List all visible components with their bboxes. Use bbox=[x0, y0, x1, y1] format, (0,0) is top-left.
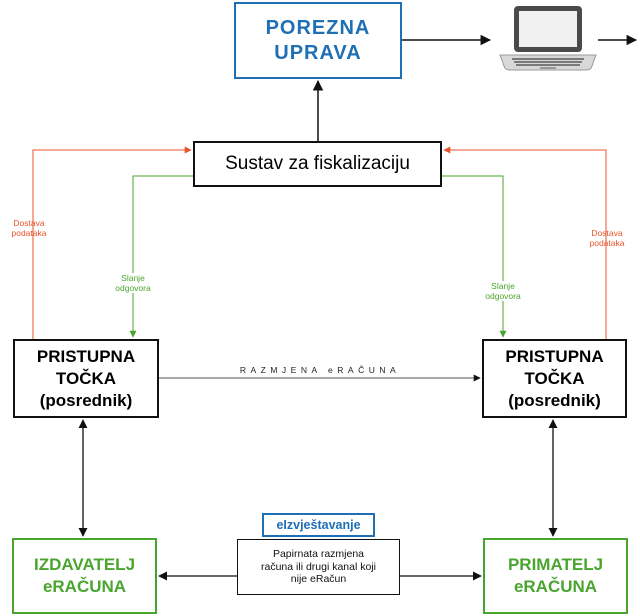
sustav-box: Sustav za fiskalizaciju bbox=[193, 141, 442, 187]
papirnata-razmjena-box: Papirnata razmjena računa ili drugi kana… bbox=[237, 539, 400, 595]
primatelj-line-2: eRAČUNA bbox=[513, 577, 598, 596]
arrow-dostava-right bbox=[443, 146, 607, 339]
razmjena-label: RAZMJENA eRAČUNA bbox=[239, 365, 401, 375]
slanje-left-line-2: odgovora bbox=[115, 283, 151, 293]
arrow-slanje-left bbox=[129, 175, 193, 338]
izdavatelj-box: IZDAVATELJ eRAČUNA bbox=[12, 538, 157, 614]
eizvjestavanje-label: eIzvještavanje bbox=[276, 518, 361, 532]
pristupna-right-line-1: PRISTUPNA bbox=[505, 346, 604, 366]
pristupna-right-line-3: (posrednik) bbox=[508, 390, 601, 410]
pristupna-left-line-2: TOČKA bbox=[55, 368, 117, 388]
pristupna-right-line-2: TOČKA bbox=[524, 368, 585, 388]
slanje-right-line-1: Slanje bbox=[491, 281, 515, 291]
slanje-right-label: Slanje odgovora bbox=[471, 281, 535, 301]
dostava-right-label: Dostava podataka bbox=[580, 228, 634, 248]
pristupna-tocka-left-box: PRISTUPNA TOČKA (posrednik) bbox=[13, 339, 159, 418]
arrow-dostava-left bbox=[32, 146, 192, 339]
papirnata-line-1: Papirnata razmjena bbox=[272, 548, 365, 561]
papirnata-line-3: nije eRačun bbox=[290, 573, 347, 586]
porezna-uprava-box: POREZNA UPRAVA bbox=[234, 2, 402, 79]
arrow-slanje-right bbox=[442, 175, 507, 338]
dostava-left-line-2: podataka bbox=[11, 228, 47, 238]
dostava-right-line-1: Dostava bbox=[591, 228, 623, 238]
laptop-icon bbox=[499, 6, 597, 71]
papirnata-line-2: računa ili drugi kanal koji bbox=[261, 560, 376, 573]
slanje-left-line-1: Slanje bbox=[121, 273, 145, 283]
slanje-left-label: Slanje odgovora bbox=[101, 273, 165, 293]
primatelj-box: PRIMATELJ eRAČUNA bbox=[483, 538, 628, 614]
porezna-line-2: UPRAVA bbox=[274, 41, 362, 64]
dostava-right-line-2: podataka bbox=[589, 238, 625, 248]
dostava-left-label: Dostava podataka bbox=[4, 218, 54, 238]
pristupna-left-line-3: (posrednik) bbox=[39, 390, 133, 410]
slanje-right-line-2: odgovora bbox=[485, 291, 521, 301]
pristupna-tocka-right-box: PRISTUPNA TOČKA (posrednik) bbox=[482, 339, 627, 418]
pristupna-left-line-1: PRISTUPNA bbox=[36, 346, 136, 366]
primatelj-line-1: PRIMATELJ bbox=[507, 555, 604, 574]
porezna-line-1: POREZNA bbox=[265, 16, 371, 39]
izdavatelj-line-2: eRAČUNA bbox=[42, 577, 127, 596]
eizvjestavanje-label-box: eIzvještavanje bbox=[262, 513, 375, 537]
sustav-label: Sustav za fiskalizaciju bbox=[225, 153, 410, 174]
dostava-left-line-1: Dostava bbox=[13, 218, 45, 228]
izdavatelj-line-1: IZDAVATELJ bbox=[33, 555, 136, 574]
